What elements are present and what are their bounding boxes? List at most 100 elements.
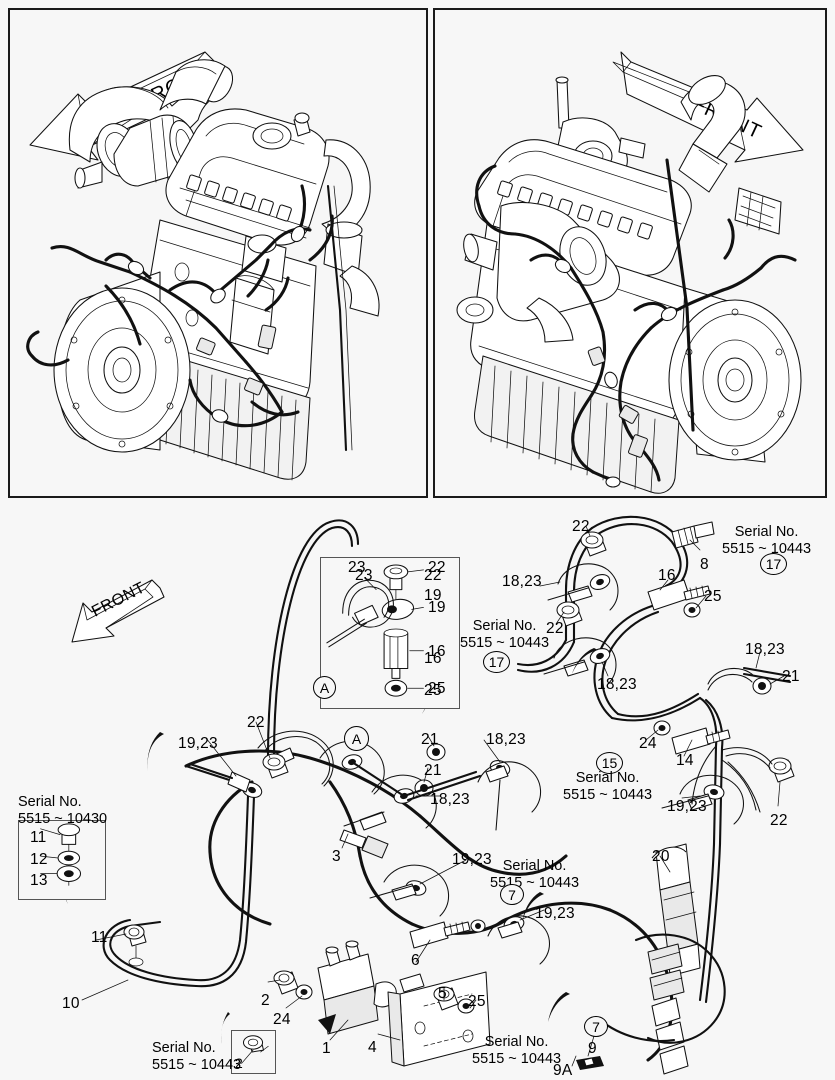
serial-circled-17-top: 17 xyxy=(760,553,787,575)
callout-19: 19 xyxy=(424,587,442,604)
callout-25-boxa: 25 xyxy=(428,680,446,697)
detail-box-serial-bottom xyxy=(231,1030,276,1074)
washer-25-top xyxy=(683,602,701,618)
serial-note-7-bot: Serial No. 5515 ~ 10443 xyxy=(472,1034,561,1067)
serial-line2: 5515 ~ 10443 xyxy=(152,1056,242,1073)
callout-25: 25 xyxy=(424,682,442,699)
callout-20: 20 xyxy=(652,848,670,865)
callout-16: 16 xyxy=(658,567,676,584)
bolt-22-tr2 xyxy=(556,601,583,627)
callout-4: 4 xyxy=(368,1039,377,1056)
lower-exploded-diagram: FRONT xyxy=(0,500,835,1080)
callout-19-23: 19,23 xyxy=(178,735,218,752)
bolt-22-tr1 xyxy=(580,531,607,557)
detail-box-serial-10430 xyxy=(18,820,106,900)
washer-24-bottom xyxy=(295,984,313,1000)
serial-circled-7-bot: 7 xyxy=(584,1016,608,1037)
callout-25: 25 xyxy=(704,588,722,605)
callout-13-box: 13 xyxy=(30,872,48,889)
serial-note-10430: Serial No. 5515 ~ 10430 xyxy=(18,794,107,827)
washer-24-right xyxy=(653,720,671,736)
callout-12-box: 12 xyxy=(30,851,48,868)
sensor-8 xyxy=(671,521,715,549)
callout-22: 22 xyxy=(572,518,590,535)
callout-22-boxa: 22 xyxy=(428,559,446,576)
callout-19-23: 19,23 xyxy=(667,798,707,815)
callout-23: 23 xyxy=(355,567,373,584)
engine-view-panel-right: FRONT xyxy=(433,8,827,498)
front-arrow-lower: FRONT xyxy=(71,579,165,643)
callout-11: 11 xyxy=(91,929,108,946)
serial-line1: Serial No. xyxy=(18,794,82,810)
harness-exploded-illustration: FRONT xyxy=(60,515,795,1075)
flywheel-housing xyxy=(53,271,191,453)
callout-18-23: 18,23 xyxy=(430,791,470,808)
detail-callout-a-marker: A xyxy=(313,676,336,699)
callout-21: 21 xyxy=(424,762,442,779)
callout-9: 9 xyxy=(588,1040,597,1057)
serial-circled-7-mid: 7 xyxy=(500,884,524,905)
clamp-1923-right xyxy=(661,774,745,825)
callout-19-23: 19,23 xyxy=(535,905,575,922)
serial-line2: 5515 ~ 10443 xyxy=(563,786,653,803)
callout-8: 8 xyxy=(700,556,709,573)
callout-22: 22 xyxy=(424,567,442,584)
detail-box-bottom-illustration xyxy=(241,1035,269,1064)
flywheel-housing-right xyxy=(668,287,802,463)
callout-18-23: 18,23 xyxy=(486,731,526,748)
clamp-left-1923 xyxy=(184,762,263,798)
callout-9A: 9A xyxy=(553,1062,573,1079)
part-6-inline xyxy=(409,919,486,949)
nut-21-center xyxy=(426,743,446,761)
serial-circled-17-boxa: 17 xyxy=(483,651,510,673)
serial-note-boxa: Serial No. 5515 ~ 10443 xyxy=(460,618,549,651)
serial-note-15: Serial No. 5515 ~ 10443 xyxy=(563,770,652,803)
solenoid-1 xyxy=(317,940,397,1035)
clip-9A-shape xyxy=(576,1056,604,1070)
serial-line1: Serial No. xyxy=(734,524,799,540)
serial-note-bottom-2: Serial No. 5515 ~ 10443 xyxy=(152,1040,241,1073)
detail-box-a xyxy=(320,557,460,709)
callout-23: 23 xyxy=(348,559,366,576)
serial-line1: Serial No. xyxy=(152,1040,216,1056)
engine-illustration-left: FRONT xyxy=(26,51,380,481)
bolt-11 xyxy=(123,924,147,967)
serial-line2: 5515 ~ 10430 xyxy=(18,810,108,827)
callout-19: 19 xyxy=(428,599,446,616)
clamp-1823-right xyxy=(707,666,792,695)
engine-illustration-right: FRONT xyxy=(456,51,804,494)
connector-3 xyxy=(339,829,389,859)
callout-2-box: 2 xyxy=(235,1055,243,1071)
serial-line1: Serial No. xyxy=(502,858,567,874)
callout-10: 10 xyxy=(62,995,80,1012)
callout-24: 24 xyxy=(639,735,657,752)
callout-18-23: 18,23 xyxy=(745,641,785,658)
callout-21: 21 xyxy=(421,731,439,748)
engine-view-panel-left: FRONT xyxy=(8,8,428,498)
part-14-inline xyxy=(671,727,731,755)
callout-16-boxa: 16 xyxy=(428,643,446,660)
callout-6: 6 xyxy=(411,952,420,969)
callout-16: 16 xyxy=(424,650,442,667)
callout-18-23: 18,23 xyxy=(502,573,542,590)
serial-line1: Serial No. xyxy=(484,1034,549,1050)
callout-11-box: 11 xyxy=(30,829,47,846)
callout-25: 25 xyxy=(468,993,486,1010)
detail-box-a-illustration xyxy=(326,564,424,697)
serial-note-top-right: Serial No. 5515 ~ 10443 xyxy=(722,524,811,557)
bolt-22-right xyxy=(768,757,795,783)
clamp-1923-mid2 xyxy=(487,915,551,965)
serial-circled-15: 15 xyxy=(596,752,623,774)
bracket-4 xyxy=(387,971,491,1067)
bolt-22-left xyxy=(262,753,289,779)
callout-22: 22 xyxy=(546,620,564,637)
part-16-top xyxy=(647,579,711,611)
serial-line2: 5515 ~ 10443 xyxy=(460,634,550,651)
callout-3: 3 xyxy=(332,848,341,865)
clamp-1923-mid xyxy=(369,864,450,917)
callout-19-23: 19,23 xyxy=(452,851,492,868)
callout-21: 21 xyxy=(782,668,800,685)
bolt-2-bottom xyxy=(273,970,299,995)
callout-2: 2 xyxy=(261,992,270,1009)
callout-18-23: 18,23 xyxy=(597,676,637,693)
